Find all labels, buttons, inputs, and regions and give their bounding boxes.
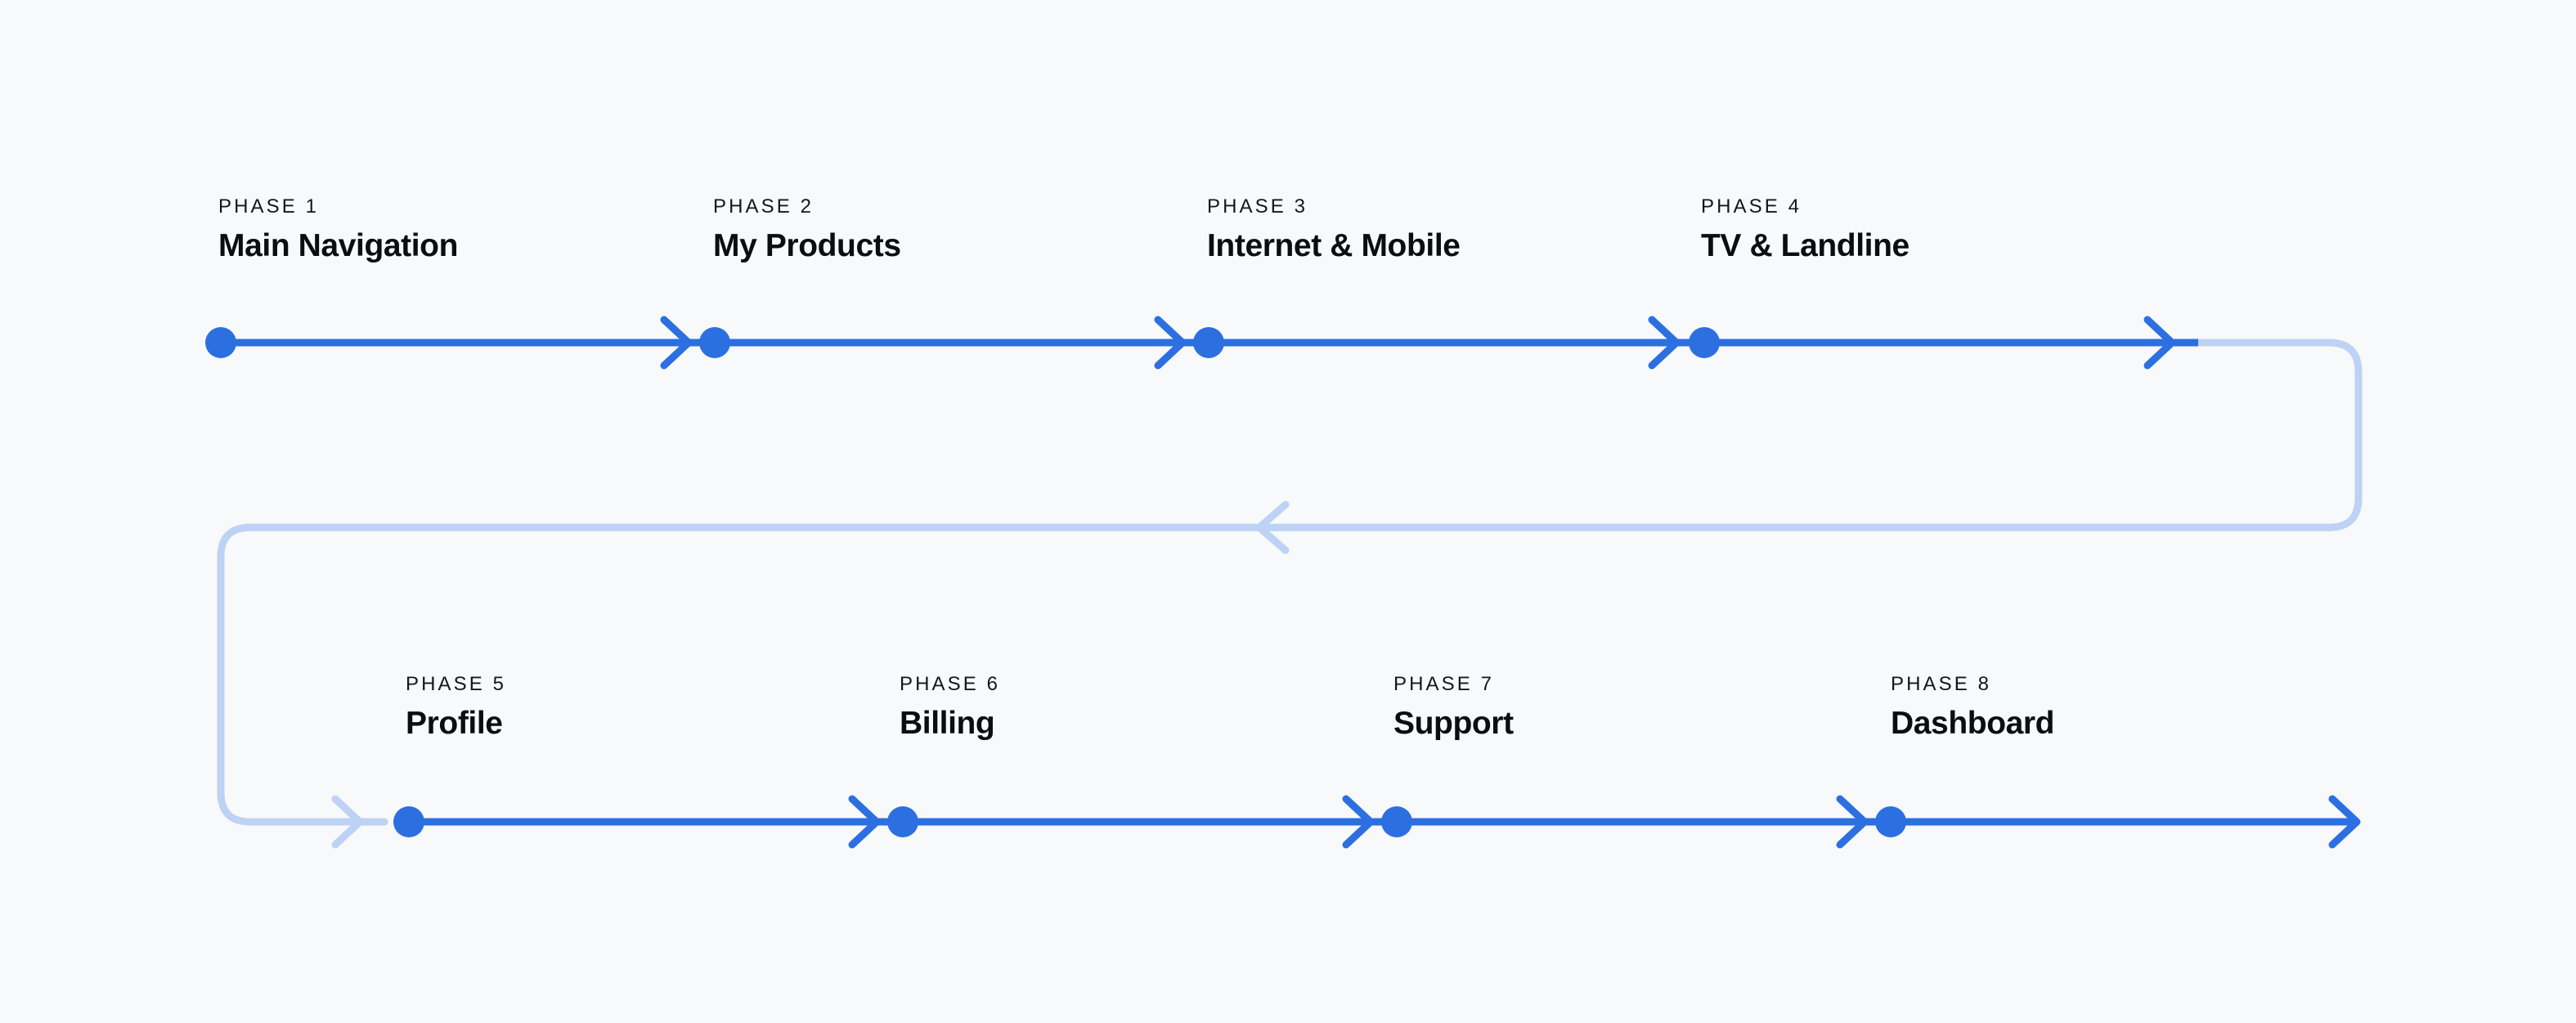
phase-label-8[interactable]: PHASE 8 Dashboard bbox=[1891, 673, 2055, 741]
phase-node-5[interactable] bbox=[393, 806, 424, 837]
phase-kicker-8: PHASE 8 bbox=[1891, 673, 1992, 695]
phase-node-8[interactable] bbox=[1875, 806, 1906, 837]
phase-kicker-6: PHASE 6 bbox=[900, 673, 1001, 695]
phase-label-1[interactable]: PHASE 1 Main Navigation bbox=[218, 197, 458, 262]
phase-kicker-2: PHASE 2 bbox=[713, 195, 815, 218]
phase-kicker-5: PHASE 5 bbox=[406, 673, 507, 695]
phase-label-4[interactable]: PHASE 4 TV & Landline bbox=[1701, 197, 1910, 262]
phase-title-2: My Products bbox=[713, 228, 901, 263]
phase-title-4: TV & Landline bbox=[1701, 228, 1910, 263]
phase-label-7[interactable]: PHASE 7 Support bbox=[1393, 673, 1514, 741]
phase-label-6[interactable]: PHASE 6 Billing bbox=[900, 673, 1001, 741]
phase-label-3[interactable]: PHASE 3 Internet & Mobile bbox=[1207, 197, 1461, 262]
chevron-right-arrow-icon-p6-p7 bbox=[1342, 795, 1375, 849]
chevron-right-arrow-icon-p7-p8 bbox=[1836, 795, 1869, 849]
wrap-return-connector bbox=[217, 339, 2363, 849]
phase-node-2[interactable] bbox=[699, 327, 730, 358]
chevron-right-arrow-icon-p1-p2 bbox=[660, 316, 693, 370]
phase-kicker-4: PHASE 4 bbox=[1701, 195, 1802, 218]
wrap-connector-path bbox=[217, 339, 2363, 826]
phase-kicker-1: PHASE 1 bbox=[218, 195, 320, 218]
phase-label-2[interactable]: PHASE 2 My Products bbox=[713, 197, 901, 262]
phase-title-8: Dashboard bbox=[1891, 706, 2055, 741]
phase-node-1[interactable] bbox=[205, 327, 236, 358]
row-2-timeline bbox=[393, 795, 2361, 849]
chevron-left-arrow-icon bbox=[1255, 500, 1290, 554]
phase-title-7: Support bbox=[1393, 706, 1514, 741]
phase-label-5[interactable]: PHASE 5 Profile bbox=[406, 673, 507, 741]
phase-node-7[interactable] bbox=[1381, 806, 1412, 837]
chevron-right-arrow-icon-p2-p3 bbox=[1154, 316, 1187, 370]
chevron-right-arrow-icon-wrap-end bbox=[331, 795, 364, 849]
row-1-timeline bbox=[205, 316, 2198, 370]
phase-node-3[interactable] bbox=[1193, 327, 1224, 358]
chevron-right-arrow-icon-p4-wrap bbox=[2143, 316, 2176, 370]
phase-kicker-7: PHASE 7 bbox=[1393, 673, 1495, 695]
chevron-right-arrow-icon-p8-end bbox=[2328, 795, 2361, 849]
phase-kicker-3: PHASE 3 bbox=[1207, 195, 1308, 218]
phase-title-5: Profile bbox=[406, 706, 503, 741]
phase-title-3: Internet & Mobile bbox=[1207, 228, 1461, 263]
phase-title-6: Billing bbox=[900, 706, 995, 741]
chevron-right-arrow-icon-p5-p6 bbox=[848, 795, 881, 849]
chevron-right-arrow-icon-p3-p4 bbox=[1648, 316, 1681, 370]
phase-node-4[interactable] bbox=[1689, 327, 1720, 358]
phase-node-6[interactable] bbox=[887, 806, 918, 837]
phase-title-1: Main Navigation bbox=[218, 228, 459, 263]
